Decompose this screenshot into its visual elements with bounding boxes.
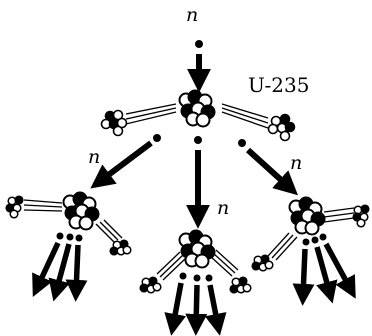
fission-fragment-top-right [221, 103, 296, 142]
fission-fragment-left-outer [5, 195, 63, 219]
neutron-arrows-left-group [32, 232, 88, 302]
fission-fragment-center-right [209, 249, 252, 294]
neutron-arrows-right-group [292, 233, 356, 306]
fission-fragment-left-inner [95, 219, 132, 256]
fission-fragment-right-inner [251, 232, 298, 272]
uranium-nucleus-center [178, 229, 216, 269]
incoming-neutron-label: n [186, 4, 198, 26]
uranium-nucleus-left [62, 191, 100, 231]
fission-fragment-top-left [100, 103, 177, 137]
incoming-neutron [195, 40, 203, 48]
neutron-label-right: n [290, 152, 302, 174]
neutron-label-center: n [217, 197, 229, 219]
neutron-label-left: n [88, 146, 100, 168]
uranium-nucleus-top [178, 89, 216, 128]
uranium-235-label: U-235 [248, 73, 309, 97]
neutron-arrows-center-group [164, 272, 227, 336]
released-neutron-right [238, 139, 299, 196]
released-neutron-left [90, 134, 161, 189]
fission-fragment-center-left [139, 251, 187, 294]
uranium-nucleus-right [288, 196, 326, 236]
fission-fragment-right-outer [323, 204, 370, 228]
released-neutron-center [186, 136, 210, 229]
